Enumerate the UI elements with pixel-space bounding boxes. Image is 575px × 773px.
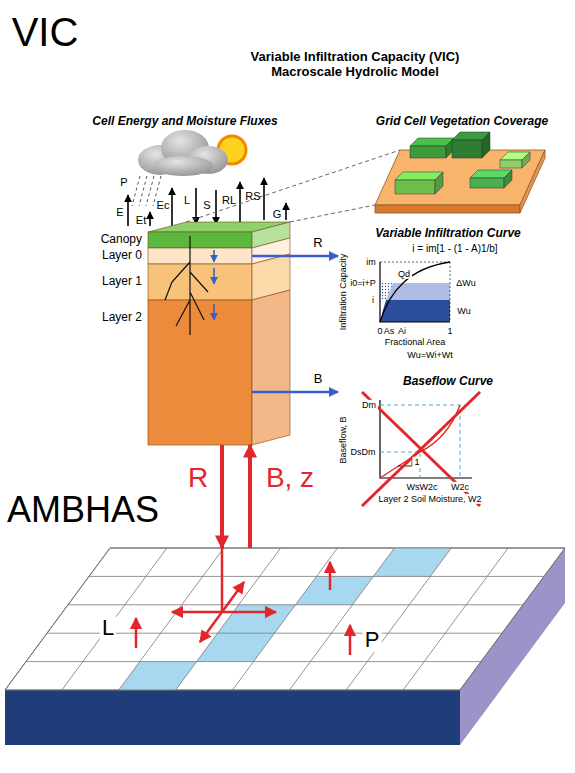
flux-symbol: E (116, 206, 123, 219)
chart-label: Fractional Area (385, 337, 446, 347)
chart-label: i = im[1 - (1 - A)1/b] (412, 243, 497, 255)
lateral-flow-arrows (136, 548, 350, 655)
stream-cell (119, 662, 197, 690)
zoom-lines (186, 150, 400, 222)
section-heading: Grid Cell Vegetation Coverage (376, 115, 548, 129)
chart-label: Layer 2 Soil Moisture, W2 (376, 494, 483, 504)
chart-label: 0 (377, 326, 382, 336)
chart-label: Baseflow, B (338, 416, 348, 463)
stream-cell (373, 548, 451, 576)
panel-title: Variable Infiltration Curve (358, 227, 538, 241)
edge-label: R (186, 462, 210, 494)
section-heading: Cell Energy and Moisture Fluxes (92, 115, 277, 129)
chart-label: 1 (447, 326, 452, 336)
model-name: VIC (12, 9, 79, 55)
stream-cell (296, 576, 374, 604)
edge-label: B, z (264, 462, 316, 494)
diagram-title: Variable Infiltration Capacity (VIC) Mac… (225, 50, 485, 80)
aquifer-model: AMBHAS (5, 548, 565, 745)
soil-layer: Layer 0 (148, 248, 252, 264)
chart-label: Ai (398, 326, 406, 336)
layer-label: Canopy (101, 233, 142, 247)
chart-label: im (366, 257, 376, 267)
grid-flux-symbol: L (100, 615, 116, 640)
cloud (138, 130, 228, 176)
flux-symbol: L (184, 194, 190, 207)
canopy-layer: Canopy (148, 232, 252, 248)
edge-label: B (312, 372, 325, 387)
exchange-arrow (220, 445, 224, 548)
grid-flux-symbol: P (363, 627, 382, 652)
chart-label: i (372, 295, 374, 305)
stream-cell (218, 605, 296, 633)
flux-symbol: Ec (157, 199, 170, 212)
chart-label: Wu=Wi+Wt (407, 350, 452, 360)
flux-arrow (252, 391, 338, 394)
roots (165, 236, 208, 335)
flux-symbol: RS (245, 190, 260, 203)
flux-arrows (128, 178, 286, 226)
chart-label: ΔWu (456, 278, 475, 288)
chart-label: 1 (412, 457, 421, 467)
layer-label: Layer 1 (102, 275, 142, 289)
edge-label: R (311, 236, 324, 251)
vegetation-tile (375, 132, 545, 213)
chart-label: DsDm (349, 447, 378, 457)
chart-label: Wu (457, 306, 470, 316)
chart-label: Infiltration Capacity (338, 254, 348, 331)
chart-label: As (384, 326, 395, 336)
chart-label: i0=i+P (350, 278, 376, 288)
infiltration-chart (380, 262, 450, 322)
stream-cell (197, 633, 275, 661)
grid-lines (5, 548, 565, 690)
flux-symbol: S (203, 199, 210, 212)
chart-label: Dm (360, 400, 378, 410)
chart-label: Qd (396, 269, 412, 279)
flux-symbol: G (273, 208, 282, 221)
soil-layer: Layer 2 (148, 300, 252, 445)
chart-label: WsW2c (405, 482, 440, 492)
flux-symbol: Et (136, 214, 146, 227)
percolation-arrows (213, 250, 215, 320)
panel-title: Baseflow Curve (358, 375, 538, 389)
flux-symbol: RL (222, 194, 236, 207)
chart-label: W2c (449, 482, 471, 492)
model-name: AMBHAS (7, 489, 159, 530)
exchange-arrow (248, 445, 252, 548)
baseflow-chart (362, 392, 480, 506)
flux-symbol: P (120, 176, 127, 189)
aquifer-grid (5, 548, 565, 745)
flux-arrow (252, 255, 338, 258)
soil-layer: Layer 1 (148, 264, 252, 300)
layer-label: Layer 0 (102, 249, 142, 263)
layer-label: Layer 2 (102, 311, 142, 325)
